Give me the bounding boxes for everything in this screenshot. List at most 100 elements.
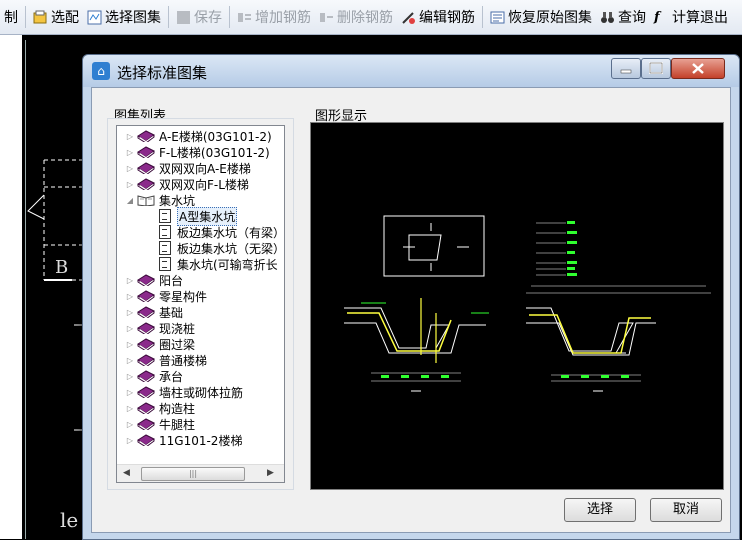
expand-arrow-icon[interactable]: ▷ <box>126 403 134 413</box>
toolbar-add-rebar-button[interactable]: 增加钢筋 <box>233 4 315 30</box>
select-button[interactable]: 选择 <box>564 498 636 522</box>
book-icon <box>137 274 155 288</box>
tree-item[interactable]: ▷双网双向A-E楼梯 <box>125 160 251 176</box>
tree-item[interactable]: 集水坑(可输弯折长 <box>155 256 278 272</box>
toolbar-label: 增加钢筋 <box>255 10 311 26</box>
expand-arrow-icon[interactable]: ▷ <box>126 147 134 157</box>
tree-item-label: 板边集水坑（无梁） <box>177 241 285 256</box>
tree-item[interactable]: 板边集水坑（有梁） <box>155 224 284 240</box>
canvas-frame <box>25 40 742 539</box>
book-icon <box>137 370 155 384</box>
expand-arrow-icon[interactable]: ▷ <box>126 339 134 349</box>
edit-rebar-icon <box>401 10 416 25</box>
tree-item[interactable]: ▷基础 <box>125 304 183 320</box>
app-icon: ⌂ <box>92 62 110 80</box>
expand-arrow-icon[interactable]: ▷ <box>126 131 134 141</box>
toolbar-label: 编辑钢筋 <box>419 10 475 26</box>
toolbar-save-button[interactable]: 保存 <box>172 4 226 30</box>
expand-arrow-icon[interactable]: ▷ <box>126 371 134 381</box>
tree-item[interactable]: ▷ 牛腿柱 <box>125 416 195 432</box>
atlas-tree[interactable]: ◀ ||| ▶ ▷A-E楼梯(03G101-2)▷F-L楼梯(03G101-2)… <box>116 125 285 483</box>
preview-label: 图形显示 <box>315 109 368 124</box>
left-gutter <box>0 35 22 539</box>
book-icon <box>137 338 155 352</box>
tree-item-label: 普通楼梯 <box>159 353 208 368</box>
expand-arrow-icon[interactable]: ▷ <box>126 387 134 397</box>
background-drawing <box>27 159 82 431</box>
tree-item[interactable]: ▷阳台 <box>125 272 183 288</box>
minimize-button[interactable] <box>611 58 641 79</box>
open-book-icon <box>137 194 155 207</box>
tree-item[interactable]: ▷墙柱或砌体拉筋 <box>125 384 243 400</box>
scroll-thumb[interactable]: ||| <box>141 467 245 481</box>
tree-item[interactable]: A型集水坑 <box>155 206 238 226</box>
tree-horizontal-scrollbar[interactable]: ◀ ||| ▶ <box>117 464 284 482</box>
tree-item[interactable]: ▷ 构造柱 <box>125 400 195 416</box>
tree-item-label: 牛腿柱 <box>159 417 196 432</box>
toolbar-delete-rebar-button[interactable]: 删除钢筋 <box>315 4 397 30</box>
tree-item-label: 承台 <box>159 369 184 384</box>
toolbar-item-truncated[interactable]: 制 <box>0 4 22 30</box>
dialog-titlebar[interactable]: ⌂ 选择标准图集 <box>83 55 739 87</box>
close-button[interactable] <box>671 58 725 79</box>
book-icon <box>137 322 155 336</box>
scroll-left-arrow-icon[interactable]: ◀ <box>123 468 130 478</box>
tree-item[interactable]: ▷ 普通楼梯 <box>125 352 207 368</box>
book-icon <box>137 178 155 192</box>
expand-arrow-icon[interactable]: ▷ <box>126 163 134 173</box>
toolbar-restore-atlas-button[interactable]: 恢复原始图集 <box>486 4 596 30</box>
tree-item[interactable]: ▷圈过梁 <box>125 336 195 352</box>
maximize-button[interactable] <box>641 58 671 79</box>
tree-item-label: A型集水坑 <box>177 206 238 226</box>
tree-item[interactable]: ▷ 11G101-2楼梯 <box>125 432 242 448</box>
expand-arrow-icon[interactable]: ▷ <box>126 291 134 301</box>
book-icon <box>137 402 155 416</box>
expand-arrow-icon[interactable]: ▷ <box>126 435 134 445</box>
tree-item-label: 现浇桩 <box>159 321 196 336</box>
minimize-icon <box>620 69 632 74</box>
tree-item[interactable]: ▷双网双向F-L楼梯 <box>125 176 249 192</box>
function-icon: f <box>654 9 660 25</box>
tree-item-label: 11G101-2楼梯 <box>159 433 243 448</box>
toolbar-label: 删除钢筋 <box>337 10 393 26</box>
document-icon <box>159 257 171 271</box>
tree-item-label: 集水坑(可输弯折长 <box>177 257 278 272</box>
expand-arrow-icon[interactable]: ▷ <box>126 323 134 333</box>
book-icon <box>137 162 155 176</box>
toolbar-calc-exit-button[interactable]: f 计算退出 <box>650 4 732 30</box>
select-config-icon <box>33 10 48 25</box>
expand-arrow-icon[interactable]: ▷ <box>126 179 134 189</box>
expand-arrow-icon[interactable]: ▷ <box>126 355 134 365</box>
restore-atlas-icon <box>490 10 505 25</box>
tree-item[interactable]: ▷ 承台 <box>125 368 183 384</box>
toolbar-label: 查询 <box>618 10 646 26</box>
expand-arrow-icon[interactable]: ▷ <box>126 419 134 429</box>
tree-item[interactable]: 板边集水坑（无梁） <box>155 240 285 256</box>
save-icon <box>176 10 191 25</box>
maximize-icon <box>649 62 663 74</box>
document-icon <box>159 209 171 223</box>
expand-arrow-icon[interactable]: ▷ <box>126 307 134 317</box>
tree-item[interactable]: ▷ F-L楼梯(03G101-2) <box>125 144 270 160</box>
select-atlas-icon <box>87 10 102 25</box>
document-icon <box>159 225 171 239</box>
collapse-arrow-icon[interactable]: ◢ <box>126 195 134 205</box>
toolbar-select-atlas-button[interactable]: 选择图集 <box>83 4 165 30</box>
tree-item-label: 构造柱 <box>159 401 196 416</box>
book-icon <box>137 418 155 432</box>
scroll-right-arrow-icon[interactable]: ▶ <box>267 468 274 478</box>
toolbar-select-config-button[interactable]: 选配 <box>29 4 83 30</box>
document-icon <box>159 241 171 255</box>
toolbar-query-button[interactable]: 查询 <box>596 4 650 30</box>
tree-item[interactable]: ▷ 现浇桩 <box>125 320 195 336</box>
book-icon <box>137 434 155 448</box>
tree-item[interactable]: ▷零星构件 <box>125 288 207 304</box>
tree-item[interactable]: ▷A-E楼梯(03G101-2) <box>125 128 272 144</box>
cancel-button[interactable]: 取消 <box>650 498 722 522</box>
tree-item-label: 集水坑 <box>159 193 196 208</box>
tree-item-label: F-L楼梯(03G101-2) <box>159 145 270 160</box>
tree-item[interactable]: ◢ 集水坑 <box>125 192 195 208</box>
expand-arrow-icon[interactable]: ▷ <box>126 275 134 285</box>
toolbar-edit-rebar-button[interactable]: 编辑钢筋 <box>397 4 479 30</box>
add-rebar-icon <box>237 10 252 25</box>
